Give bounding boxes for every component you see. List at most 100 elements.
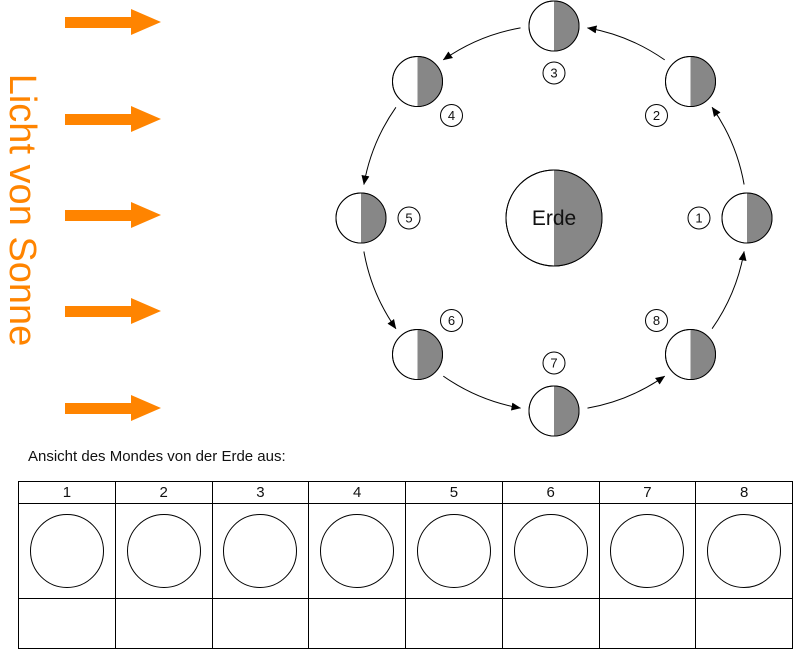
arrow-head	[131, 9, 161, 35]
orbit-arrow-3-4	[442, 27, 521, 61]
sun-ray-arrow-icon	[65, 106, 161, 132]
sun-ray-arrow-icon	[65, 9, 161, 35]
moon-outline	[335, 192, 387, 244]
position-badge-6: 6	[440, 309, 463, 332]
table-header-5: 5	[405, 481, 503, 504]
moon-view-circle[interactable]	[707, 514, 782, 588]
earth-outline	[505, 169, 603, 267]
arrow-head	[131, 202, 161, 228]
orbit-arrow-2-3	[587, 25, 665, 61]
table-header-1: 1	[18, 481, 116, 504]
moon-view-cell-4	[308, 503, 406, 599]
moon-view-cell-1	[18, 503, 116, 599]
answer-cell-5[interactable]	[405, 598, 503, 649]
moon-position-5	[335, 192, 387, 244]
moon-view-cell-8	[695, 503, 793, 599]
answer-cell-6[interactable]	[501, 598, 600, 649]
answer-cell-1[interactable]	[18, 598, 116, 649]
sun-ray-arrow-icon	[65, 395, 161, 421]
moon-outline	[392, 329, 443, 380]
position-badge-3: 3	[542, 61, 566, 85]
orbit-arrow-6-7	[443, 375, 521, 411]
table-header-3: 3	[211, 481, 310, 504]
badge-number: 6	[448, 313, 455, 328]
moon-night-half	[554, 386, 579, 436]
moon-outline	[528, 385, 580, 437]
moon-night-half	[690, 56, 716, 107]
moon-night-half	[747, 193, 772, 243]
answer-cell-7[interactable]	[598, 598, 697, 649]
orbit-arrow-4-5	[361, 107, 397, 185]
answer-cell-3[interactable]	[211, 598, 310, 649]
badge-number: 7	[550, 356, 557, 371]
orbit-arrows	[361, 25, 747, 411]
position-badge-1: 1	[687, 206, 711, 230]
earth: Erde	[505, 169, 603, 267]
orbit-arrow-5-6	[363, 251, 397, 330]
arrow-shaft	[65, 305, 131, 317]
table-header-2: 2	[114, 481, 213, 504]
moon-night-half	[690, 329, 716, 380]
answer-cell-2[interactable]	[114, 598, 213, 649]
moon-view-cell-3	[211, 503, 310, 599]
answer-cell-4[interactable]	[308, 598, 406, 649]
table-header-4: 4	[308, 481, 406, 504]
position-badge-2: 2	[645, 104, 668, 127]
badge-number: 3	[550, 66, 557, 81]
badge-circle	[645, 309, 668, 332]
position-badge-4: 4	[440, 104, 463, 127]
badge-circle	[542, 61, 566, 85]
position-badge-8: 8	[645, 309, 668, 332]
moon-outline	[392, 56, 443, 107]
table-header-row: 1 2 3 4 5 6 7 8	[18, 481, 793, 504]
moon-position-3	[528, 0, 580, 52]
arrow-shaft	[65, 402, 131, 414]
orbit-arrow-8-1	[711, 251, 747, 329]
moon-position-8	[665, 329, 716, 380]
answer-cell-8[interactable]	[695, 598, 793, 649]
badge-number: 4	[448, 108, 455, 123]
position-badge-5: 5	[397, 206, 421, 230]
orbit-arrow-7-8	[587, 375, 666, 409]
table-header-6: 6	[501, 481, 600, 504]
moon-view-circle[interactable]	[223, 514, 298, 588]
moon-view-circle[interactable]	[29, 514, 104, 588]
arrow-shaft	[65, 16, 131, 28]
arrow-shaft	[65, 209, 131, 221]
moon-view-circle[interactable]	[513, 514, 588, 588]
sun-ray-arrow-icon	[65, 298, 161, 324]
badge-number: 5	[405, 211, 412, 226]
moon-view-cell-6	[501, 503, 600, 599]
arrow-head	[131, 395, 161, 421]
arrow-head	[131, 298, 161, 324]
table-header-7: 7	[598, 481, 697, 504]
moon-position-2	[665, 56, 716, 107]
badge-number: 2	[653, 108, 660, 123]
moon-phase-diagram: Erde 1	[335, 0, 773, 437]
earth-label: Erde	[532, 207, 576, 230]
moon-view-cell-7	[598, 503, 697, 599]
answer-row	[18, 598, 793, 649]
badge-circle	[687, 206, 711, 230]
moon-view-cell-2	[114, 503, 213, 599]
moon-outline	[665, 329, 716, 380]
moon-view-circle[interactable]	[320, 514, 395, 588]
badge-number: 8	[653, 313, 660, 328]
moon-position-6	[392, 329, 443, 380]
moon-outline	[528, 0, 580, 52]
badge-number: 1	[695, 211, 702, 226]
table-header-8: 8	[695, 481, 793, 504]
moon-view-circle[interactable]	[126, 514, 201, 588]
badge-circle	[397, 206, 421, 230]
moon-position-7	[528, 385, 580, 437]
moon-night-half	[361, 193, 386, 243]
badge-circle	[542, 351, 566, 375]
sun-ray-arrow-icon	[65, 202, 161, 228]
table-caption: Ansicht des Mondes von der Erde aus:	[28, 448, 286, 465]
badge-circle	[645, 104, 668, 127]
moon-view-circle[interactable]	[610, 514, 685, 588]
moon-view-circle[interactable]	[416, 514, 491, 588]
moon-position-4	[392, 56, 443, 107]
moon-outline	[721, 192, 773, 244]
moon-view-row	[18, 503, 793, 599]
